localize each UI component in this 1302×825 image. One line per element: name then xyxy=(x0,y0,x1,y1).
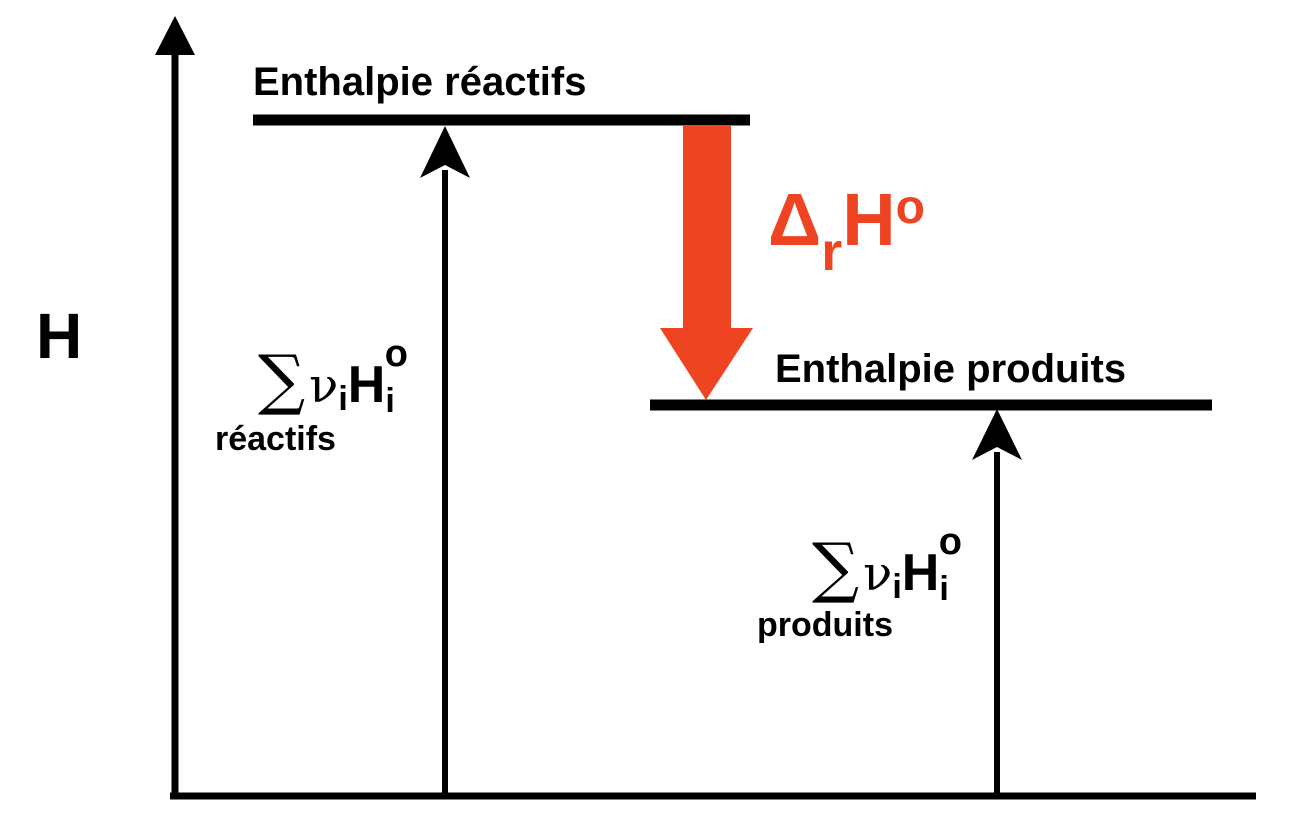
delta-main: H xyxy=(842,178,895,261)
products-sum-under: produits xyxy=(757,606,893,644)
nu-subscript: i xyxy=(892,568,901,606)
delta-h-arrowhead xyxy=(660,328,753,400)
delta-h-label: ΔrHo xyxy=(768,178,925,282)
reactants-level-label: Enthalpie réactifs xyxy=(253,60,586,104)
reactants-sum: ∑νiHio xyxy=(258,333,408,420)
h-subscript: i xyxy=(385,382,394,420)
sigma-icon: ∑ xyxy=(812,529,859,606)
reactants-sum-under: réactifs xyxy=(215,420,336,458)
h-superscript: o xyxy=(939,521,962,563)
delta-superscript: o xyxy=(896,181,925,234)
delta-h-arrow-shaft xyxy=(683,125,731,330)
products-level-label: Enthalpie produits xyxy=(775,347,1126,391)
h-superscript: o xyxy=(385,333,408,375)
h-symbol: H xyxy=(902,544,940,602)
sigma-icon: ∑ xyxy=(258,341,305,418)
axis-label-h: H xyxy=(36,300,82,372)
delta-subscript: r xyxy=(821,222,842,282)
nu-subscript: i xyxy=(338,380,347,418)
nu-symbol: ν xyxy=(309,358,338,414)
products-arrowhead xyxy=(972,409,1022,460)
y-axis-arrowhead xyxy=(155,16,195,55)
h-symbol: H xyxy=(348,356,386,414)
h-subscript: i xyxy=(939,570,948,608)
products-sum: ∑νiHio xyxy=(812,521,962,608)
nu-symbol: ν xyxy=(863,546,892,602)
reactants-arrowhead xyxy=(420,126,470,178)
delta-symbol: Δ xyxy=(768,178,821,261)
